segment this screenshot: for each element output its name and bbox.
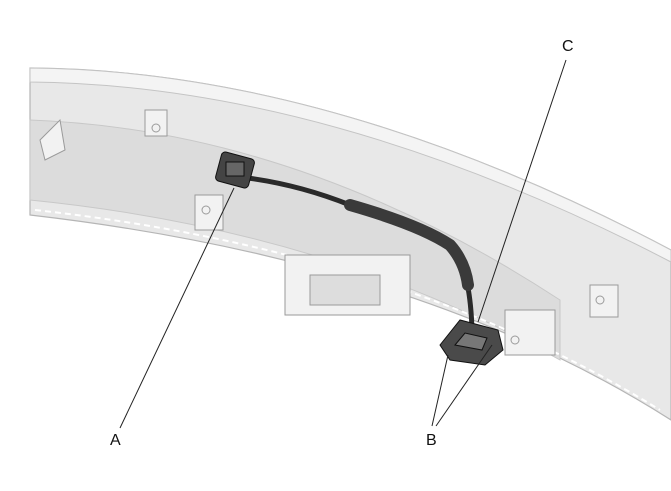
callout-a-label: A: [110, 432, 121, 449]
panel-lower-seam: [34, 209, 661, 411]
callout-b-label: B: [426, 432, 437, 449]
cable-sleeve: [344, 199, 474, 291]
leader-lines: [119, 59, 567, 429]
connector-a: [215, 151, 255, 189]
mounting-clips: [39, 109, 619, 356]
callout-c-label: C: [562, 38, 574, 55]
grommet-connector: [439, 319, 504, 366]
panel-upper-lip: [29, 67, 671, 263]
